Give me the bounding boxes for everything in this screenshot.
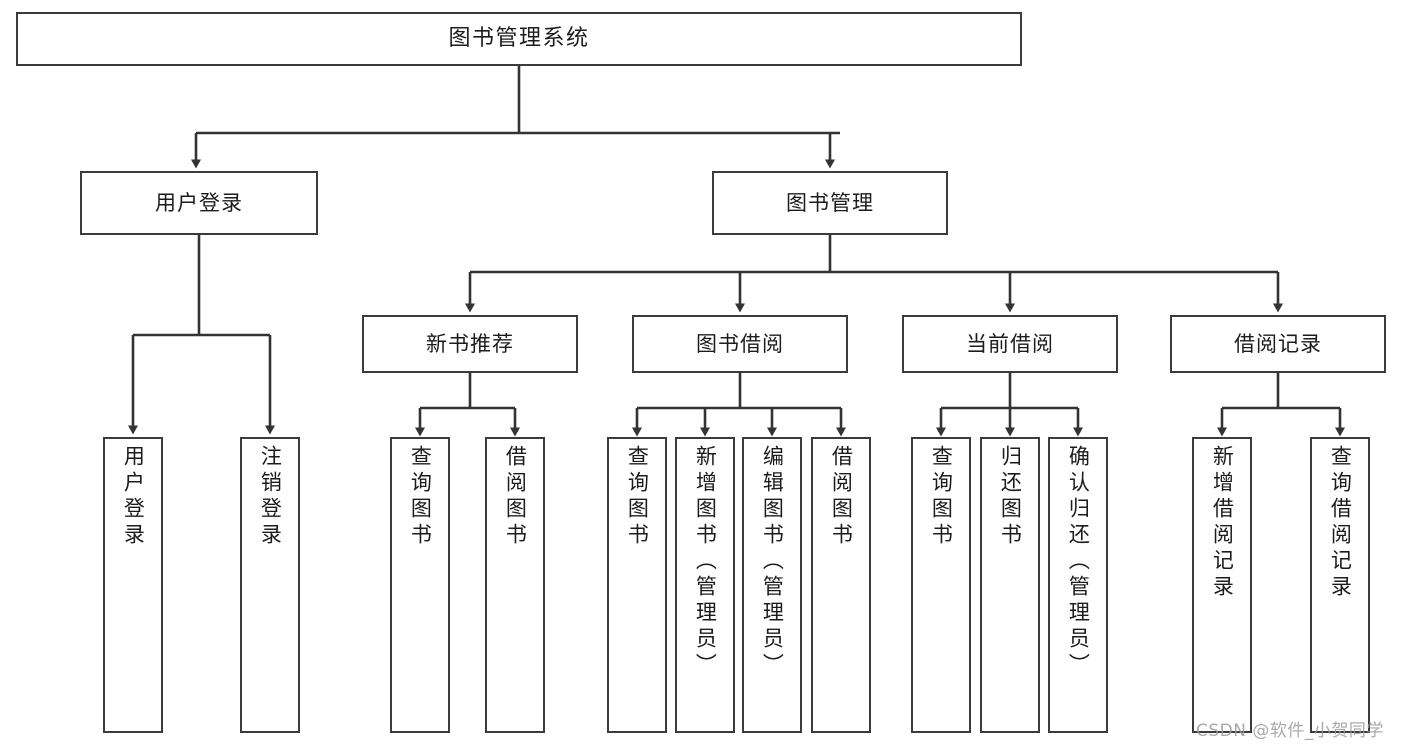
node-label: 图书管理系统 [448, 26, 590, 51]
node-user-login[interactable]: 用户登录 [80, 171, 318, 235]
node-label: 借阅图书 [829, 445, 854, 549]
node-leaf-query-book-1[interactable]: 查询图书 [390, 437, 450, 733]
node-leaf-query-book-2[interactable]: 查询图书 [607, 437, 667, 733]
node-label: 编辑图书（管理员） [760, 445, 785, 679]
node-current-borrow[interactable]: 当前借阅 [902, 315, 1118, 373]
node-label: 归还图书 [998, 445, 1023, 549]
node-borrow-record[interactable]: 借阅记录 [1170, 315, 1386, 373]
node-label: 用户登录 [121, 445, 146, 549]
node-label: 查询图书 [929, 445, 954, 549]
node-label: 图书管理 [786, 190, 874, 215]
node-label: 新增借阅记录 [1210, 445, 1235, 601]
node-label: 查询借阅记录 [1328, 445, 1353, 601]
node-book-manage[interactable]: 图书管理 [712, 171, 948, 235]
watermark-text: CSDN @软件_小贺同学 [1196, 721, 1384, 741]
node-leaf-add-record[interactable]: 新增借阅记录 [1192, 437, 1252, 733]
node-leaf-logout-login[interactable]: 注销登录 [240, 437, 300, 733]
node-leaf-confirm-return[interactable]: 确认归还（管理员） [1048, 437, 1108, 733]
node-label: 确认归还（管理员） [1066, 445, 1091, 679]
node-label: 注销登录 [258, 445, 283, 549]
node-leaf-user-login[interactable]: 用户登录 [103, 437, 163, 733]
node-leaf-edit-book[interactable]: 编辑图书（管理员） [742, 437, 802, 733]
node-label: 查询图书 [408, 445, 433, 549]
node-label: 借阅图书 [503, 445, 528, 549]
node-label: 新增图书（管理员） [693, 445, 718, 679]
node-leaf-borrow-book-1[interactable]: 借阅图书 [485, 437, 545, 733]
node-label: 用户登录 [155, 190, 243, 215]
node-book-borrow[interactable]: 图书借阅 [632, 315, 848, 373]
node-label: 查询图书 [625, 445, 650, 549]
node-leaf-query-book-3[interactable]: 查询图书 [911, 437, 971, 733]
node-leaf-borrow-book-2[interactable]: 借阅图书 [811, 437, 871, 733]
node-root-book-management-system[interactable]: 图书管理系统 [16, 12, 1022, 66]
node-leaf-query-record[interactable]: 查询借阅记录 [1310, 437, 1370, 733]
node-label: 新书推荐 [426, 331, 514, 356]
node-label: 当前借阅 [966, 331, 1054, 356]
node-leaf-add-book[interactable]: 新增图书（管理员） [675, 437, 735, 733]
node-label: 借阅记录 [1234, 331, 1322, 356]
node-new-book-recommend[interactable]: 新书推荐 [362, 315, 578, 373]
node-leaf-return-book[interactable]: 归还图书 [980, 437, 1040, 733]
node-label: 图书借阅 [696, 331, 784, 356]
